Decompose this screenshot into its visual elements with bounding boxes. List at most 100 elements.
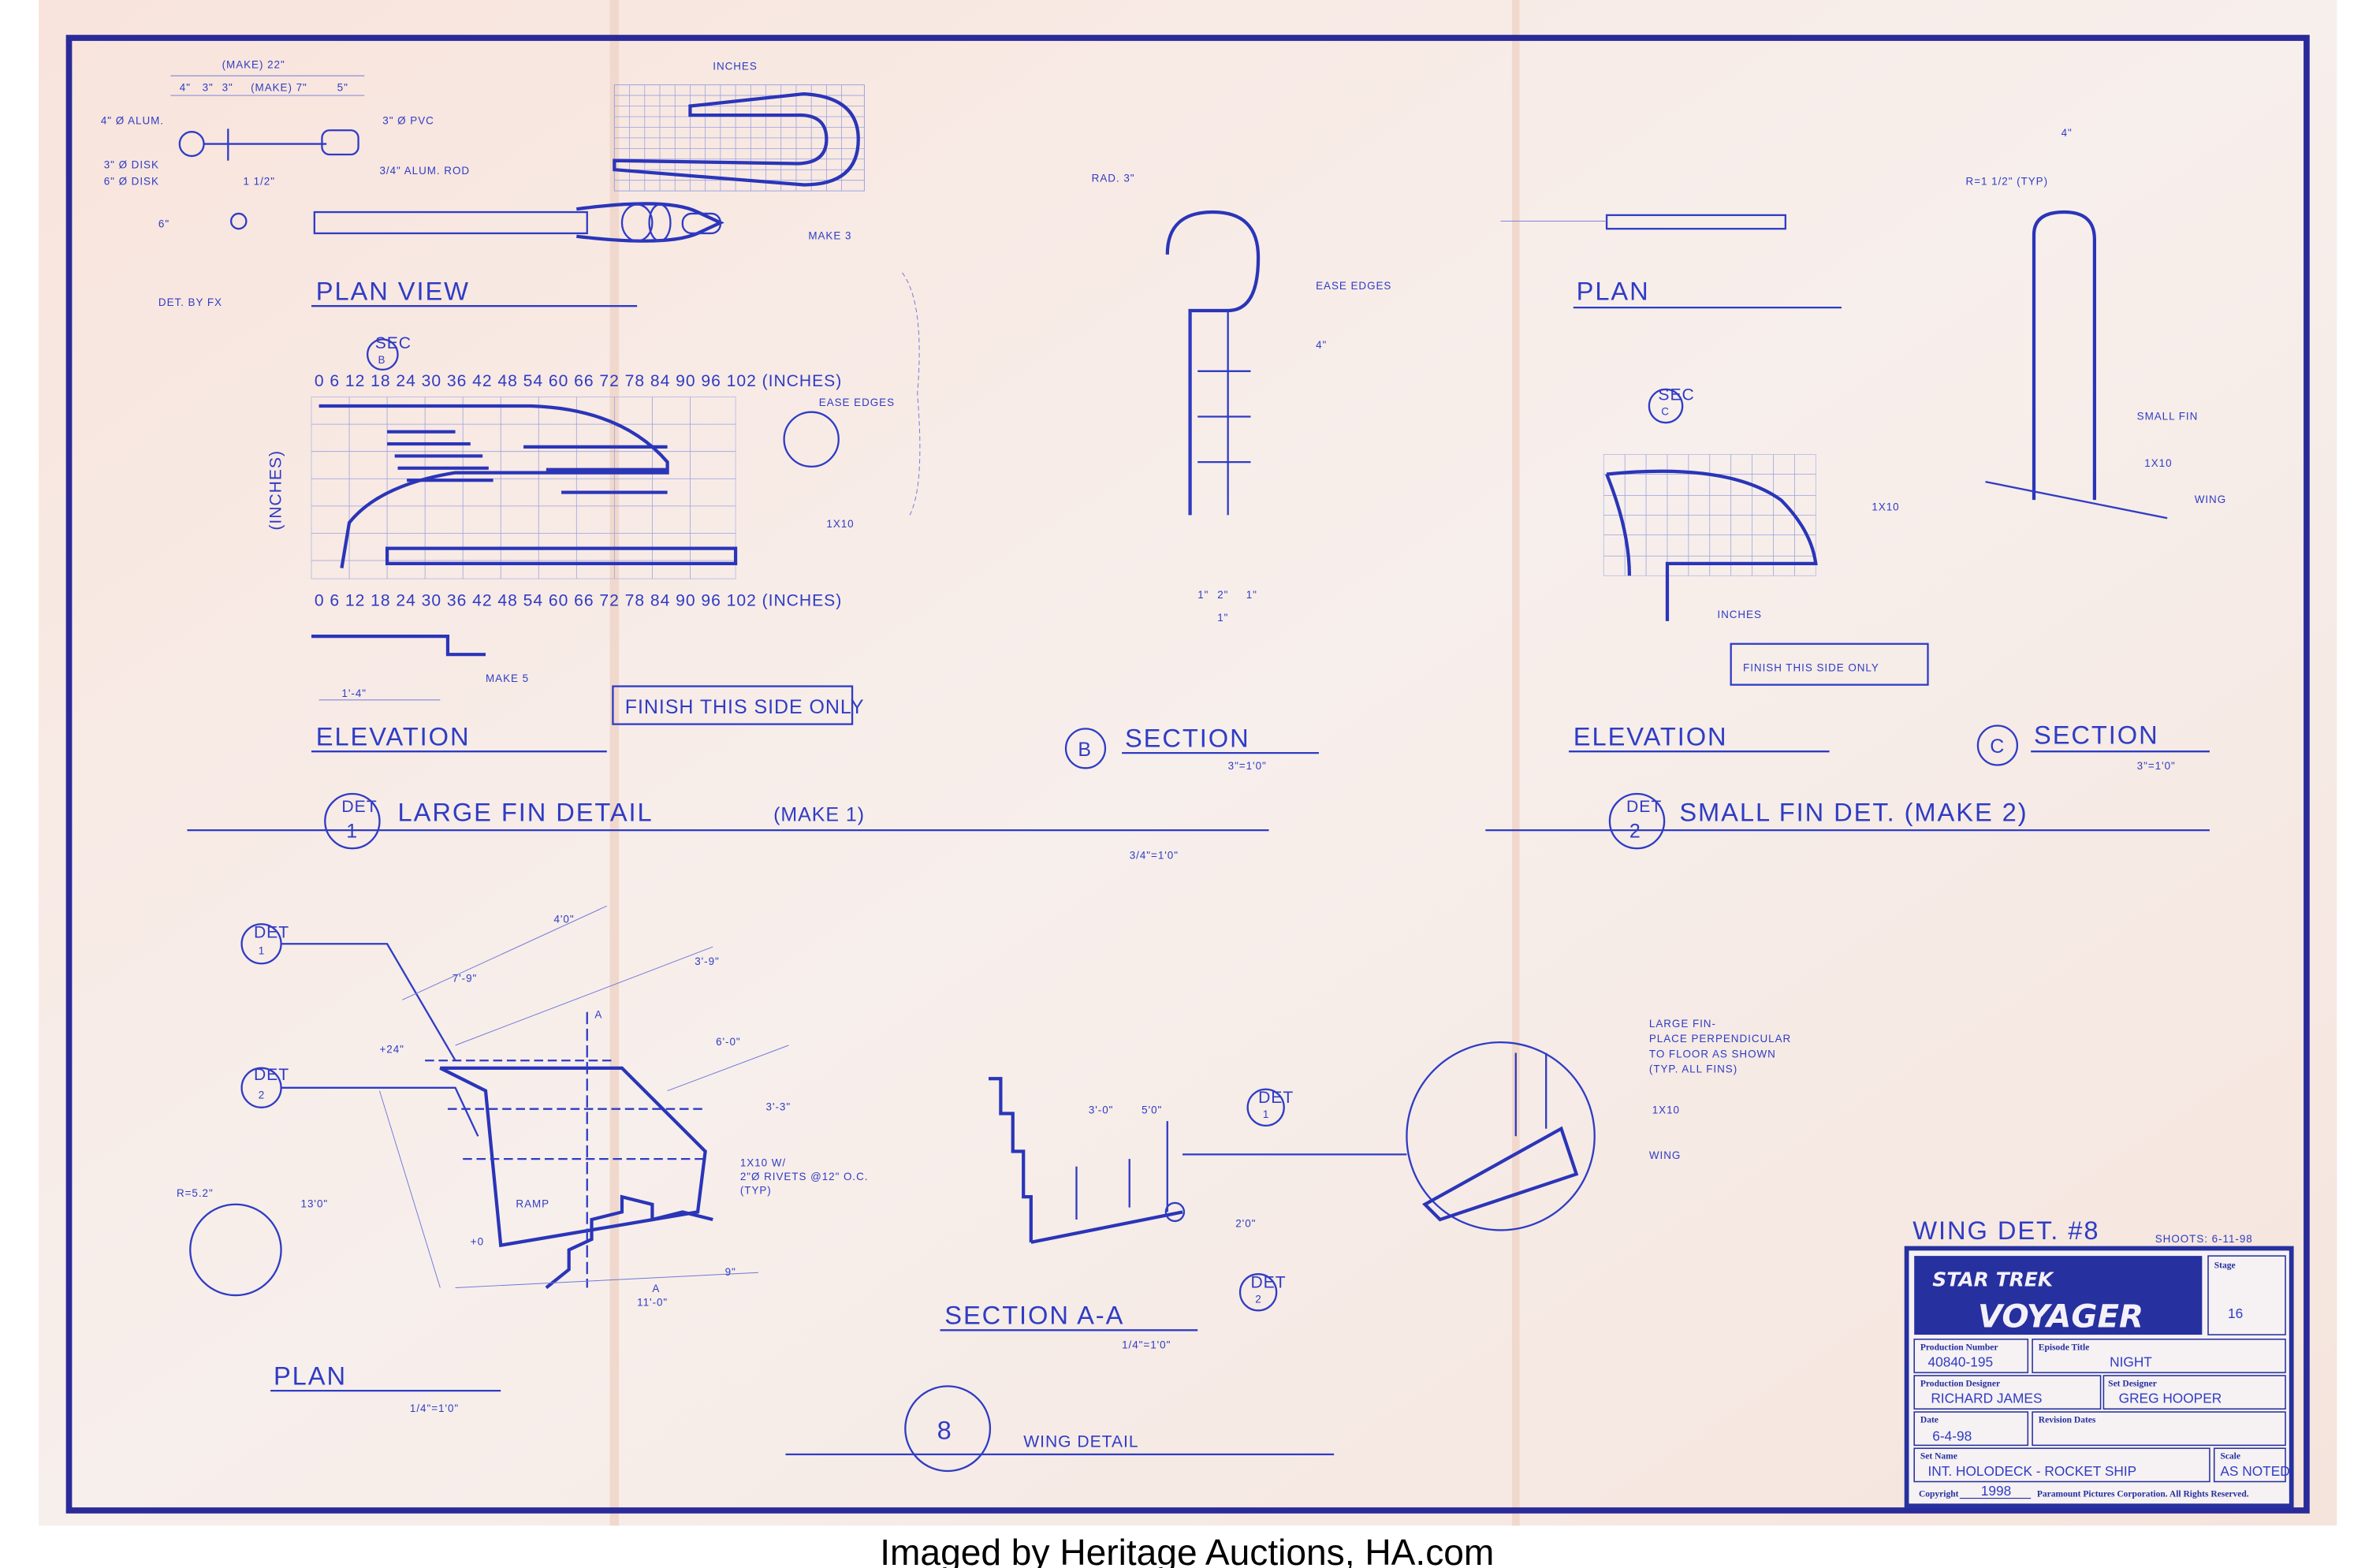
fin-note: TO FLOOR AS SHOWN: [1649, 1048, 1776, 1060]
fin-wing-detail: LARGE FIN- PLACE PERPENDICULAR TO FLOOR …: [1406, 1018, 1791, 1231]
set-name: INT. HOLODECK - ROCKET SHIP: [1927, 1463, 2136, 1479]
label-3-disk: 3" Ø DISK: [104, 158, 159, 170]
det1-heading: DET 1 LARGE FIN DETAIL (MAKE 1) 3/4"=1'0…: [187, 792, 1269, 862]
fin-note: LARGE FIN-: [1649, 1018, 1716, 1030]
dim: 13'0": [301, 1198, 329, 1210]
section-b-title: SECTION: [1125, 723, 1250, 752]
section-aa-scale: 1/4"=1'0": [1122, 1339, 1171, 1350]
lumber-1x10: 1X10: [826, 518, 854, 530]
dim-seg: 3": [203, 81, 214, 93]
section-b-scale: 3"=1'0": [1228, 760, 1267, 772]
det-label: DET: [1626, 798, 1662, 816]
make-1: (MAKE 1): [773, 804, 865, 826]
section-aa: 3'-0" 5'0" 2'0" DET 1 DET 2 SECTION A-A …: [940, 1077, 1407, 1350]
x-ticks-bottom: 0 6 12 18 24 30 36 42 48 54 60 66 72 78 …: [315, 592, 842, 610]
wing-detail-num: 8: [937, 1416, 953, 1445]
dim: 3'-0": [1089, 1104, 1114, 1115]
date-label: Date: [1920, 1416, 1939, 1425]
set-name-label: Set Name: [1920, 1452, 1957, 1462]
det-label: DET: [1250, 1273, 1286, 1291]
dim: 9": [725, 1266, 736, 1278]
wing-plan-scale: 1/4"=1'0": [410, 1402, 459, 1414]
rivet-note: 2"Ø RIVETS @12" O.C.: [740, 1171, 869, 1183]
sec-letter: C: [1661, 406, 1670, 418]
large-fin-detail-title: LARGE FIN DETAIL: [398, 798, 654, 827]
det-label: DET: [1258, 1089, 1294, 1107]
make-3: MAKE 3: [808, 230, 851, 242]
production-number: 40840-195: [1927, 1354, 1993, 1369]
scale-value: AS NOTED: [2220, 1463, 2289, 1479]
finish-note: FINISH THIS SIDE ONLY: [625, 696, 865, 718]
lumber-label: 1X10: [1652, 1104, 1680, 1115]
ramp-label: RAMP: [516, 1198, 549, 1210]
det1-scale: 3/4"=1'0": [1130, 850, 1179, 862]
lumber-label: 1X10: [2144, 457, 2172, 469]
dim: 1": [1197, 589, 1209, 601]
label-pvc: 3" Ø PVC: [382, 115, 434, 127]
small-fin-detail-title: SMALL FIN DET. (MAKE 2): [1679, 798, 2028, 827]
sheet-title: WING DET. #8: [1912, 1216, 2099, 1245]
set-designer-label: Set Designer: [2108, 1379, 2157, 1388]
rivet-note: 1X10 W/: [740, 1157, 786, 1169]
rivet-note: (TYP): [740, 1184, 772, 1196]
det-num: 1: [259, 945, 265, 957]
dim-overall: (MAKE) 22": [222, 58, 285, 70]
fin-note: PLACE PERPENDICULAR: [1649, 1033, 1791, 1045]
section-aa-title: SECTION A-A: [944, 1301, 1124, 1330]
dim: 4": [1316, 339, 1327, 351]
rad-3: RAD. 3": [1092, 173, 1135, 184]
wing-detail-title: WING DETAIL: [1023, 1432, 1138, 1451]
dim-seg: 4": [180, 81, 191, 93]
section-c-title: SECTION: [2034, 721, 2159, 750]
det-num: 2: [1629, 821, 1641, 843]
small-fin-plan-title: PLAN: [1577, 277, 1650, 306]
section-c-letter: C: [1990, 736, 2005, 758]
section-mark: A: [652, 1283, 660, 1294]
plan-view-title: PLAN VIEW: [316, 277, 470, 306]
dim: 1": [1217, 612, 1228, 624]
episode-title: NIGHT: [2110, 1354, 2152, 1369]
image-credit: Imaged by Heritage Auctions, HA.com: [880, 1532, 1494, 1568]
dim: 1": [1246, 589, 1257, 601]
dim-seg: 3": [222, 81, 233, 93]
section-c-scale: 3"=1'0": [2137, 760, 2176, 772]
dim-6: 6": [158, 218, 169, 229]
dim: +0: [471, 1236, 484, 1248]
title-block: STAR TREK VOYAGER Stage 16 Production Nu…: [1904, 1246, 2294, 1509]
date: 6-4-98: [1932, 1428, 1972, 1444]
dim: 3'-3": [766, 1101, 791, 1113]
section-b: RAD. 3" EASE EDGES 4" 2" 1" 1" 1" B SECT…: [1064, 173, 1391, 772]
dim: 5'0": [1142, 1104, 1162, 1115]
wing-label: WING: [1649, 1149, 1681, 1161]
large-fin-elevation: SEC B 0 6 12 18 24 30 36 42 48 54 60 66 …: [267, 272, 921, 753]
production-designer: RICHARD JAMES: [1931, 1391, 2042, 1406]
x-ticks: 0 6 12 18 24 30 36 42 48 54 60 66 72 78 …: [315, 372, 842, 390]
copyright-year: 1998: [1981, 1483, 2011, 1499]
det2-heading: DET 2 SMALL FIN DET. (MAKE 2): [1485, 792, 2210, 850]
copyright-label: Copyright: [1919, 1490, 1959, 1499]
lumber-1x10: 1X10: [1872, 501, 1899, 513]
dim-1-4: 1'-4": [341, 687, 367, 699]
dim: 11'-0": [637, 1297, 668, 1309]
sec-label: SEC: [375, 334, 412, 352]
inches-grid: [613, 84, 865, 192]
sec-label: SEC: [1658, 385, 1694, 404]
production-designer-label: Production Designer: [1920, 1379, 2000, 1388]
wing-plan: DET 1 DET 2 4'0" 7'-9" 3'-9" 6'-0" 3'-3"…: [177, 905, 869, 1414]
dim-seg: (MAKE) 7": [251, 81, 307, 93]
dim-1-5: 1 1/2": [244, 175, 275, 187]
small-fin: PLAN SEC C 1X10 INCHES FINISH THIS SIDE …: [1500, 127, 2225, 772]
section-b-letter: B: [1078, 739, 1092, 761]
wing-plan-title: PLAN: [274, 1361, 347, 1390]
ease-edges-b: EASE EDGES: [1316, 280, 1391, 292]
dim: +24": [379, 1044, 404, 1056]
plan-view: (MAKE) 22" 4" 3" 3" (MAKE) 7" 5" 4" Ø AL…: [101, 58, 865, 308]
det-num: 2: [1255, 1294, 1261, 1305]
inches-label: INCHES: [1717, 609, 1762, 620]
det-num: 2: [259, 1089, 265, 1101]
stage-label: Stage: [2214, 1261, 2236, 1270]
finish-note: FINISH THIS SIDE ONLY: [1743, 661, 1879, 673]
label-rod: 3/4" ALUM. ROD: [379, 165, 470, 177]
elevation-title: ELEVATION: [316, 721, 471, 750]
